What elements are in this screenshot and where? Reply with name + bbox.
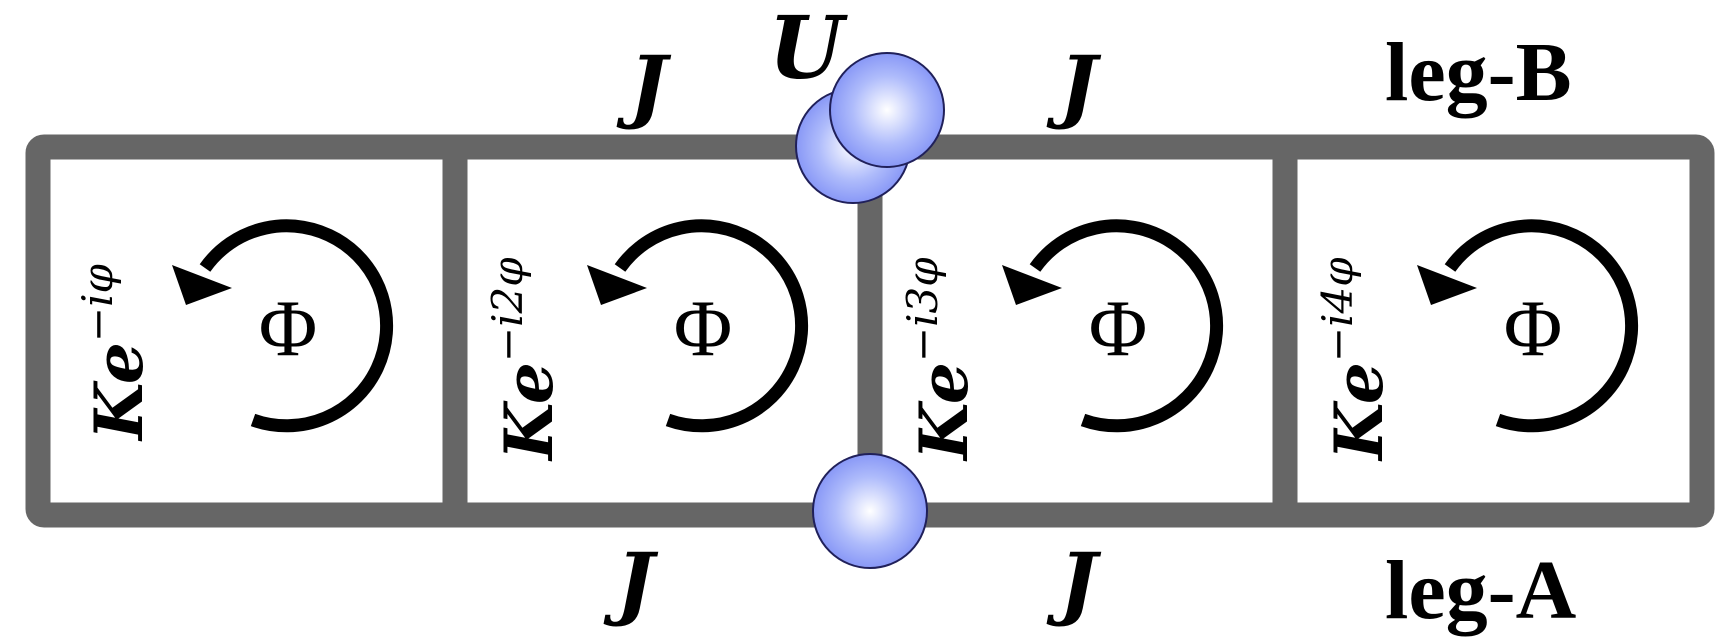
- flux-arrows: [199, 219, 1639, 433]
- rung-label-1: Ke−iφ: [73, 263, 158, 442]
- hopping-label-bottom-left: J: [603, 535, 659, 629]
- flux-label-1: Φ: [259, 285, 317, 373]
- flux-label-2: Φ: [674, 285, 732, 373]
- hopping-label-top-right: J: [1046, 38, 1102, 132]
- flux-label-3: Φ: [1089, 285, 1147, 373]
- particle-bottom-sphere-icon: [812, 453, 928, 569]
- flux-arrowheads: [172, 265, 1477, 305]
- arrowhead-icon: [1417, 265, 1477, 305]
- particles: [795, 52, 945, 569]
- interaction-label: U: [769, 0, 849, 99]
- counterclockwise-arrow-icon: [1029, 219, 1224, 433]
- arrowhead-icon: [172, 265, 232, 305]
- leg-b-label: leg-B: [1385, 26, 1572, 119]
- flux-label-4: Φ: [1504, 285, 1562, 373]
- arrowhead-icon: [1002, 265, 1062, 305]
- counterclockwise-arrow-icon: [1444, 219, 1639, 433]
- arrowhead-icon: [587, 265, 647, 305]
- hopping-label-top-left: J: [616, 38, 672, 132]
- hopping-label-bottom-right: J: [1046, 535, 1102, 629]
- rung-label-4: Ke−i4φ: [1313, 257, 1398, 462]
- particle-top-front-sphere-icon: [829, 52, 945, 168]
- counterclockwise-arrow-icon: [199, 219, 394, 433]
- counterclockwise-arrow-icon: [614, 219, 809, 433]
- rung-label-3: Ke−i3φ: [898, 257, 983, 462]
- rung-label-2: Ke−i2φ: [483, 257, 568, 462]
- leg-a-label: leg-A: [1385, 544, 1577, 637]
